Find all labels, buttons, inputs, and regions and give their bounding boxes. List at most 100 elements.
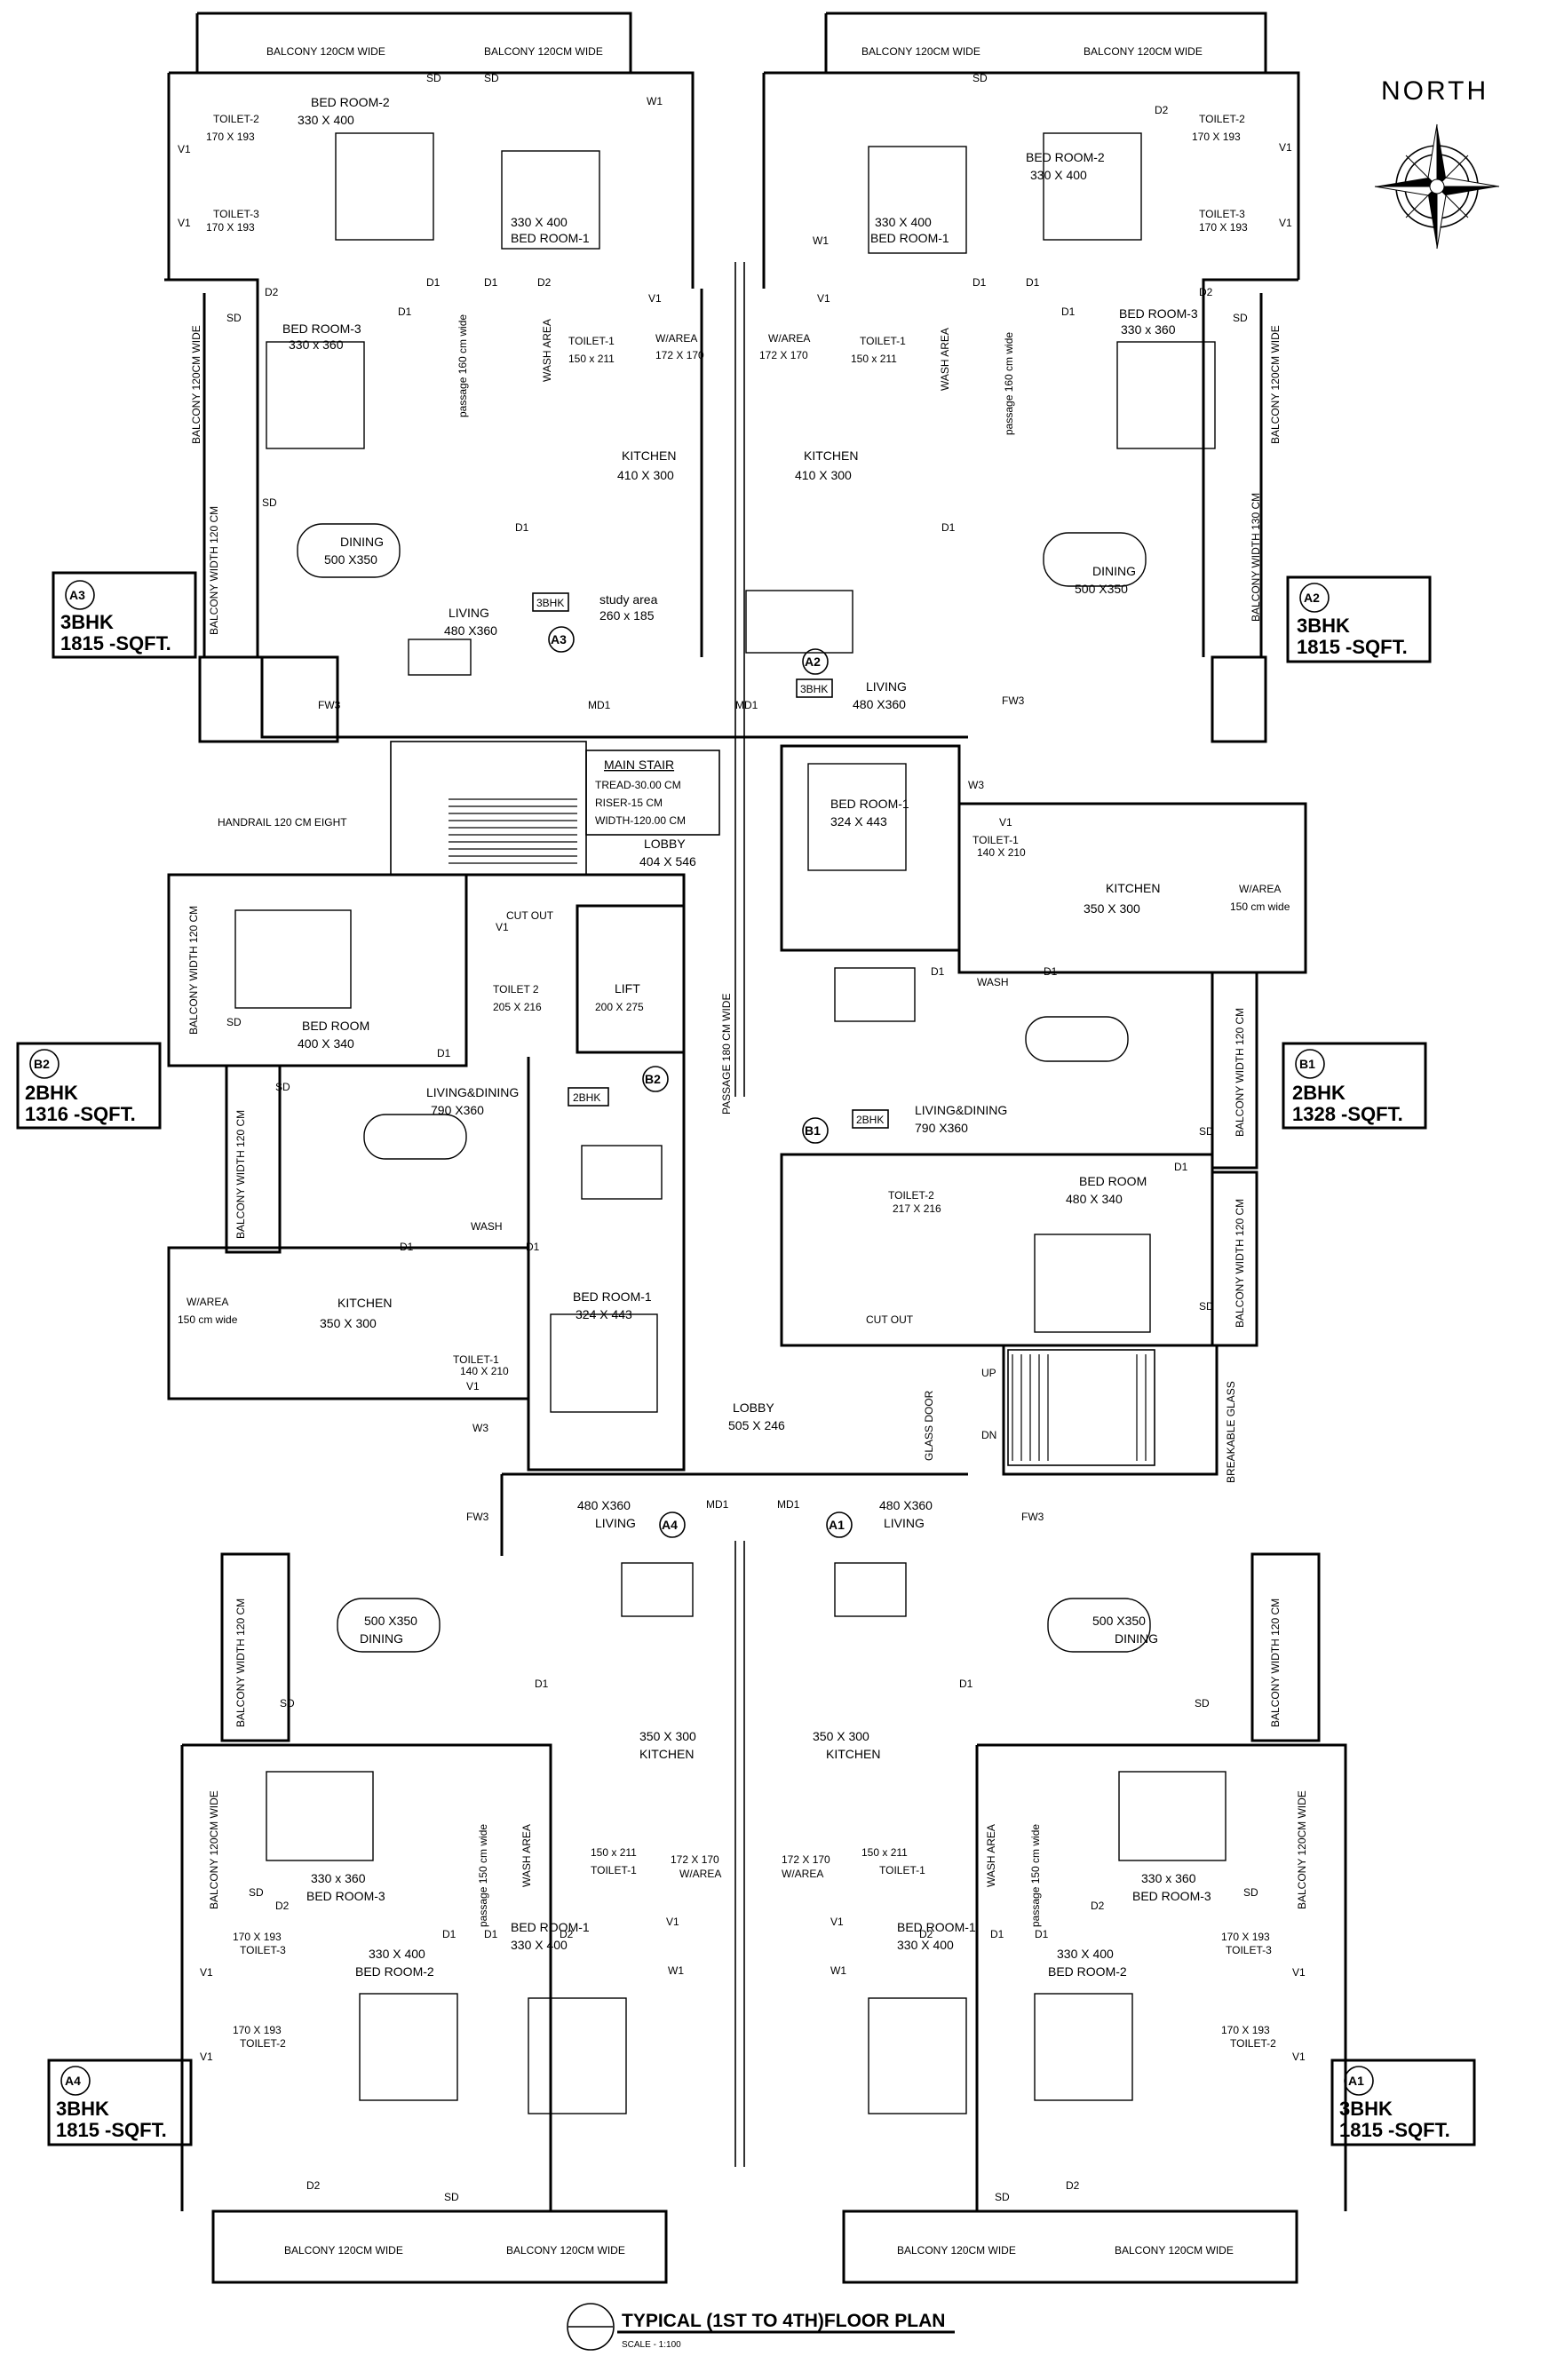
vertical-labels: BALCONY 120CM WIDE BALCONY WIDTH 120 CM … xyxy=(187,314,1308,1927)
svg-text:SD: SD xyxy=(972,72,988,84)
svg-text:FW3: FW3 xyxy=(318,699,341,711)
drawing-title-block: TYPICAL (1ST TO 4TH)FLOOR PLAN SCALE - 1… xyxy=(567,2303,955,2351)
svg-text:BALCONY WIDTH 120 CM: BALCONY WIDTH 120 CM xyxy=(1269,1599,1282,1727)
svg-text:BED ROOM-3: BED ROOM-3 xyxy=(306,1889,385,1903)
svg-text:V1: V1 xyxy=(1279,141,1292,154)
svg-text:LOBBY: LOBBY xyxy=(644,837,686,851)
svg-text:3BHK: 3BHK xyxy=(1339,2098,1393,2120)
svg-text:BED ROOM-1: BED ROOM-1 xyxy=(511,231,590,245)
svg-text:3BHK: 3BHK xyxy=(1297,615,1350,637)
svg-text:WASH AREA: WASH AREA xyxy=(520,1824,533,1887)
svg-text:BED ROOM: BED ROOM xyxy=(1079,1174,1147,1188)
svg-text:SD: SD xyxy=(1233,312,1248,324)
unit-tag-b1: B1 2BHK 1328 -SQFT. xyxy=(1282,1042,1427,1130)
svg-text:BED ROOM-1: BED ROOM-1 xyxy=(870,231,949,245)
svg-text:SD: SD xyxy=(1195,1697,1210,1710)
svg-text:BALCONY 120CM WIDE: BALCONY 120CM WIDE xyxy=(1115,2244,1234,2257)
svg-text:2BHK: 2BHK xyxy=(856,1114,884,1126)
svg-text:HANDRAIL 120 CM EIGHT: HANDRAIL 120 CM EIGHT xyxy=(218,816,347,829)
svg-text:TOILET-1: TOILET-1 xyxy=(972,834,1019,846)
svg-text:LIVING&DINING: LIVING&DINING xyxy=(426,1085,519,1099)
svg-text:study area: study area xyxy=(599,592,658,607)
svg-text:CUT OUT: CUT OUT xyxy=(506,909,554,922)
svg-text:BALCONY WIDTH 120 CM: BALCONY WIDTH 120 CM xyxy=(234,1599,247,1727)
svg-text:KITCHEN: KITCHEN xyxy=(1106,881,1160,895)
svg-text:1316 -SQFT.: 1316 -SQFT. xyxy=(25,1103,136,1125)
svg-text:2BHK: 2BHK xyxy=(25,1082,78,1104)
svg-text:TOILET-2: TOILET-2 xyxy=(213,113,259,125)
svg-text:1328 -SQFT.: 1328 -SQFT. xyxy=(1292,1103,1403,1125)
svg-text:TOILET-1: TOILET-1 xyxy=(453,1353,499,1366)
svg-text:330 x 360: 330 x 360 xyxy=(1121,322,1176,337)
svg-text:350 X 300: 350 X 300 xyxy=(1084,901,1140,916)
svg-text:D1: D1 xyxy=(972,276,987,289)
stair-down-label: DN xyxy=(981,1429,996,1441)
svg-text:1815 -SQFT.: 1815 -SQFT. xyxy=(1339,2119,1450,2141)
svg-text:DINING: DINING xyxy=(1092,564,1136,578)
svg-text:330 x 360: 330 x 360 xyxy=(289,337,344,352)
svg-text:790 X360: 790 X360 xyxy=(915,1121,968,1135)
svg-text:MD1: MD1 xyxy=(735,699,758,711)
svg-text:505 X 246: 505 X 246 xyxy=(728,1418,785,1432)
room-labels-b1: BED ROOM-1 324 X 443 TOILET-1 140 X 210 … xyxy=(830,797,1290,1326)
svg-text:BED ROOM-1: BED ROOM-1 xyxy=(511,1920,590,1934)
svg-text:passage 160 cm wide: passage 160 cm wide xyxy=(456,314,469,417)
svg-text:DINING: DINING xyxy=(1115,1631,1158,1646)
svg-text:W3: W3 xyxy=(968,779,984,791)
svg-text:KITCHEN: KITCHEN xyxy=(622,448,676,463)
svg-text:BALCONY 120CM WIDE: BALCONY 120CM WIDE xyxy=(266,45,385,58)
svg-text:500 X350: 500 X350 xyxy=(324,552,377,567)
svg-text:GLASS DOOR: GLASS DOOR xyxy=(923,1390,935,1461)
svg-text:SD: SD xyxy=(426,72,441,84)
svg-text:LIVING&DINING: LIVING&DINING xyxy=(915,1103,1007,1117)
svg-text:W1: W1 xyxy=(813,234,829,247)
svg-text:A3: A3 xyxy=(69,588,85,602)
svg-text:150 cm wide: 150 cm wide xyxy=(178,1313,238,1326)
svg-text:BALCONY 120CM WIDE: BALCONY 120CM WIDE xyxy=(1269,325,1282,444)
svg-text:BALCONY 120CM WIDE: BALCONY 120CM WIDE xyxy=(208,1790,220,1909)
svg-text:KITCHEN: KITCHEN xyxy=(337,1296,392,1310)
svg-text:205 X 216: 205 X 216 xyxy=(493,1001,542,1013)
room-labels-b2: BED ROOM 400 X 340 TOILET 2 205 X 216 CU… xyxy=(178,816,652,1377)
svg-text:SD: SD xyxy=(1243,1886,1258,1899)
svg-text:LIVING: LIVING xyxy=(449,606,489,620)
svg-text:TOILET-2: TOILET-2 xyxy=(1230,2037,1276,2050)
svg-text:W/AREA: W/AREA xyxy=(782,1868,823,1880)
svg-text:WASH AREA: WASH AREA xyxy=(939,328,951,391)
svg-text:170 X 193: 170 X 193 xyxy=(233,2024,282,2036)
building-outline xyxy=(164,12,1347,2284)
svg-text:170 X 193: 170 X 193 xyxy=(233,1931,282,1943)
svg-text:330 X 400: 330 X 400 xyxy=(298,113,354,127)
svg-text:passage 160 cm wide: passage 160 cm wide xyxy=(1003,332,1015,435)
svg-text:TOILET-2: TOILET-2 xyxy=(240,2037,286,2050)
svg-text:140 X 210: 140 X 210 xyxy=(977,846,1026,859)
svg-text:TOILET-1: TOILET-1 xyxy=(879,1864,925,1876)
unit-tag-a4: A4 3BHK 1815 -SQFT. xyxy=(47,2059,193,2146)
svg-text:D1: D1 xyxy=(484,1928,498,1940)
svg-text:LIVING: LIVING xyxy=(866,679,907,694)
svg-text:260 x 185: 260 x 185 xyxy=(599,608,655,623)
svg-text:V1: V1 xyxy=(648,292,662,305)
svg-text:410 X 300: 410 X 300 xyxy=(795,468,852,482)
svg-text:BALCONY WIDTH 120 CM: BALCONY WIDTH 120 CM xyxy=(1234,1199,1246,1328)
svg-text:DINING: DINING xyxy=(360,1631,403,1646)
svg-text:V1: V1 xyxy=(830,1916,844,1928)
svg-text:330 X 400: 330 X 400 xyxy=(369,1947,425,1961)
svg-text:350 X 300: 350 X 300 xyxy=(320,1316,377,1330)
svg-text:D1: D1 xyxy=(442,1928,456,1940)
svg-text:W/AREA: W/AREA xyxy=(187,1296,228,1308)
svg-text:170 X 193: 170 X 193 xyxy=(1221,1931,1270,1943)
svg-text:W1: W1 xyxy=(830,1964,846,1977)
stair-up-label: UP xyxy=(981,1367,996,1379)
svg-text:V1: V1 xyxy=(496,921,509,933)
svg-text:B2: B2 xyxy=(645,1072,661,1086)
svg-text:DINING: DINING xyxy=(340,535,384,549)
svg-text:2BHK: 2BHK xyxy=(573,1091,600,1104)
svg-text:BALCONY 120CM WIDE: BALCONY 120CM WIDE xyxy=(861,45,980,58)
lift-dim: 200 X 275 xyxy=(595,1001,644,1013)
svg-text:BED ROOM-2: BED ROOM-2 xyxy=(355,1964,434,1979)
svg-text:SD: SD xyxy=(995,2191,1010,2203)
svg-text:MD1: MD1 xyxy=(777,1498,800,1511)
lift-label: LIFT xyxy=(615,981,640,996)
